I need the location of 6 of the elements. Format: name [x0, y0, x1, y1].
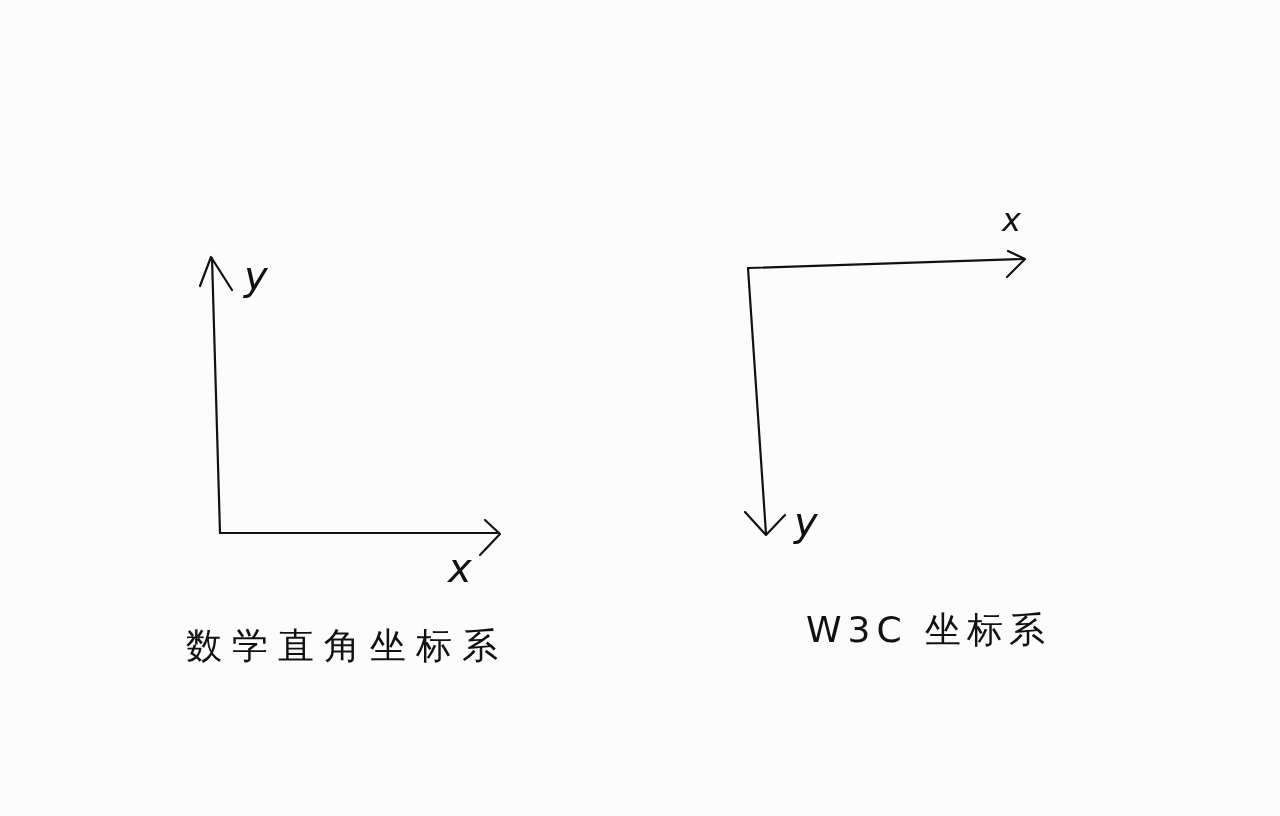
axis-label: y [794, 502, 818, 542]
axis-label: x [1002, 204, 1021, 236]
caption: W3C 坐标系 [806, 612, 1052, 648]
axis-label: x [448, 548, 472, 588]
caption: 数学直角坐标系 [186, 628, 508, 664]
axis-label: y [244, 256, 268, 296]
